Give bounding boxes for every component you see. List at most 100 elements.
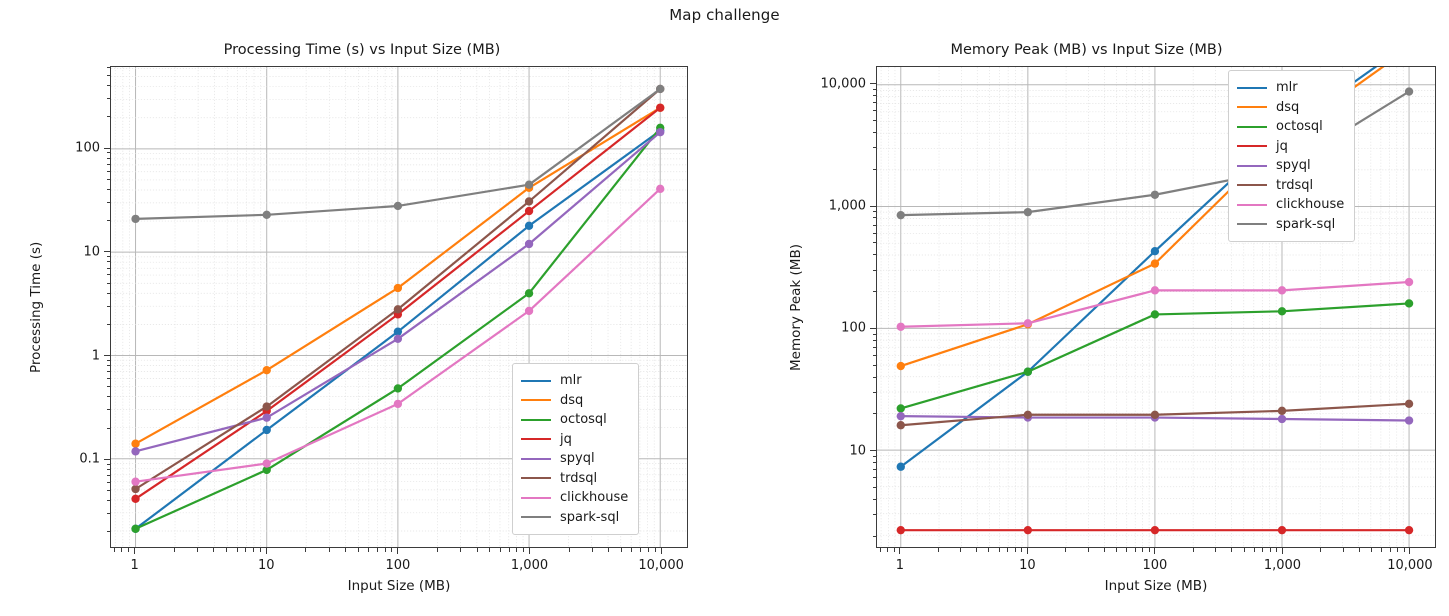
legend-item-mlr[interactable]: mlr (521, 371, 628, 391)
legend-item-octosql[interactable]: octosql (521, 410, 628, 430)
y-tickmark (106, 274, 110, 276)
y-tickmark (106, 282, 110, 284)
x-tickmark (608, 548, 610, 552)
legend-item-clickhouse[interactable]: clickhouse (521, 488, 628, 508)
y-tickmark (872, 498, 876, 500)
y-tickmark (872, 217, 876, 219)
y-tickmark (106, 371, 110, 373)
y-tickmark (872, 102, 876, 104)
x-tickmark (252, 548, 254, 552)
y-tickmark (872, 462, 876, 464)
legend-item-dsq[interactable]: dsq (1237, 98, 1344, 118)
x-tickmark (887, 548, 888, 552)
x-tickmark (1262, 548, 1264, 552)
x-tickmark (236, 548, 238, 552)
x-tickmark (1026, 548, 1028, 554)
y-tickmark (872, 376, 876, 378)
y-tickmark (106, 490, 110, 492)
x-tickmark (1014, 548, 1016, 552)
y-tickmark (106, 256, 110, 258)
y-tickmark (106, 157, 110, 159)
y-tickmark (870, 327, 876, 329)
legend-label: mlr (560, 373, 582, 389)
legend-color-swatch-mlr (521, 379, 551, 382)
x-axis-label-processing-time: Input Size (MB) (347, 578, 451, 594)
x-tickmark (1371, 548, 1373, 552)
legend-color-swatch-spark-sql (521, 516, 551, 519)
x-tickmark (460, 548, 462, 552)
y-tickmark (106, 188, 110, 190)
x-tickmark (173, 548, 175, 552)
y-tickmark (106, 152, 110, 154)
legend-item-dsq[interactable]: dsq (521, 391, 628, 411)
y-tickmark (106, 98, 110, 100)
x-tickmark (1320, 548, 1322, 552)
x-tickmark (305, 548, 307, 552)
y-tickmark (106, 513, 110, 515)
legend-label: clickhouse (560, 490, 629, 506)
x-tickmark (1126, 548, 1128, 552)
x-tickmark (134, 548, 136, 554)
legend-label: spyql (560, 451, 595, 467)
y-tick-label: 10 (849, 443, 866, 459)
legend-item-spark-sql[interactable]: spark-sql (521, 508, 628, 528)
chart-title-processing-time: Processing Time (s) vs Input Size (MB) (223, 42, 501, 58)
y-tickmark (872, 469, 876, 471)
legend-item-jq[interactable]: jq (1237, 137, 1344, 157)
legend-item-clickhouse[interactable]: clickhouse (1237, 195, 1344, 215)
y-tickmark (104, 147, 110, 149)
x-tickmark (1381, 548, 1383, 552)
y-tickmark (106, 267, 110, 269)
legend-item-spyql[interactable]: spyql (521, 449, 628, 469)
legend-color-swatch-jq (521, 438, 551, 441)
x-tickmark (1276, 548, 1278, 552)
legend-color-swatch-octosql (1237, 125, 1267, 128)
y-tickmark (106, 163, 110, 165)
legend-item-trdsql[interactable]: trdsql (1237, 176, 1344, 196)
x-tickmark (128, 548, 130, 552)
y-tickmark (106, 220, 110, 222)
legend-item-mlr[interactable]: mlr (1237, 78, 1344, 98)
legend-item-octosql[interactable]: octosql (1237, 117, 1344, 137)
x-tickmark (1154, 548, 1156, 554)
y-tickmark (872, 88, 876, 90)
x-tick-label: 1,000 (1263, 558, 1302, 573)
x-tickmark (1142, 548, 1144, 552)
legend-item-spark-sql[interactable]: spark-sql (1237, 215, 1344, 235)
y-tick-label: 1 (91, 348, 100, 364)
y-tickmark (870, 83, 876, 85)
x-tickmark (529, 548, 530, 554)
x-tickmark (640, 548, 642, 552)
y-tickmark (104, 251, 110, 253)
legend-item-spyql[interactable]: spyql (1237, 156, 1344, 176)
x-tickmark (196, 548, 198, 552)
legend-color-swatch-clickhouse (1237, 203, 1267, 206)
x-tickmark (113, 548, 115, 552)
legend-label: clickhouse (1276, 197, 1345, 213)
legend-label: mlr (1276, 80, 1298, 96)
x-tickmark (647, 548, 649, 552)
y-tickmark (106, 116, 110, 118)
y-tickmark (106, 500, 110, 502)
x-tickmark (621, 548, 622, 552)
legend-item-jq[interactable]: jq (521, 430, 628, 450)
y-tickmark (872, 346, 876, 348)
y-tickmark (872, 364, 876, 366)
legend-color-swatch-spark-sql (1237, 223, 1267, 226)
y-tickmark (104, 355, 110, 357)
legend-label: jq (1276, 138, 1288, 154)
y-tickmark (872, 455, 876, 457)
chart-title-memory-peak: Memory Peak (MB) vs Input Size (MB) (950, 42, 1223, 58)
x-tickmark (1087, 548, 1089, 552)
legend-color-swatch-clickhouse (521, 496, 551, 499)
x-tickmark (391, 548, 393, 552)
x-tickmark (357, 548, 359, 552)
legend-item-trdsql[interactable]: trdsql (521, 469, 628, 489)
y-tickmark (872, 333, 876, 335)
legend-label: octosql (560, 412, 607, 428)
x-tickmark (1134, 548, 1136, 552)
y-tickmark (872, 339, 876, 341)
legend-label: dsq (1276, 99, 1300, 115)
